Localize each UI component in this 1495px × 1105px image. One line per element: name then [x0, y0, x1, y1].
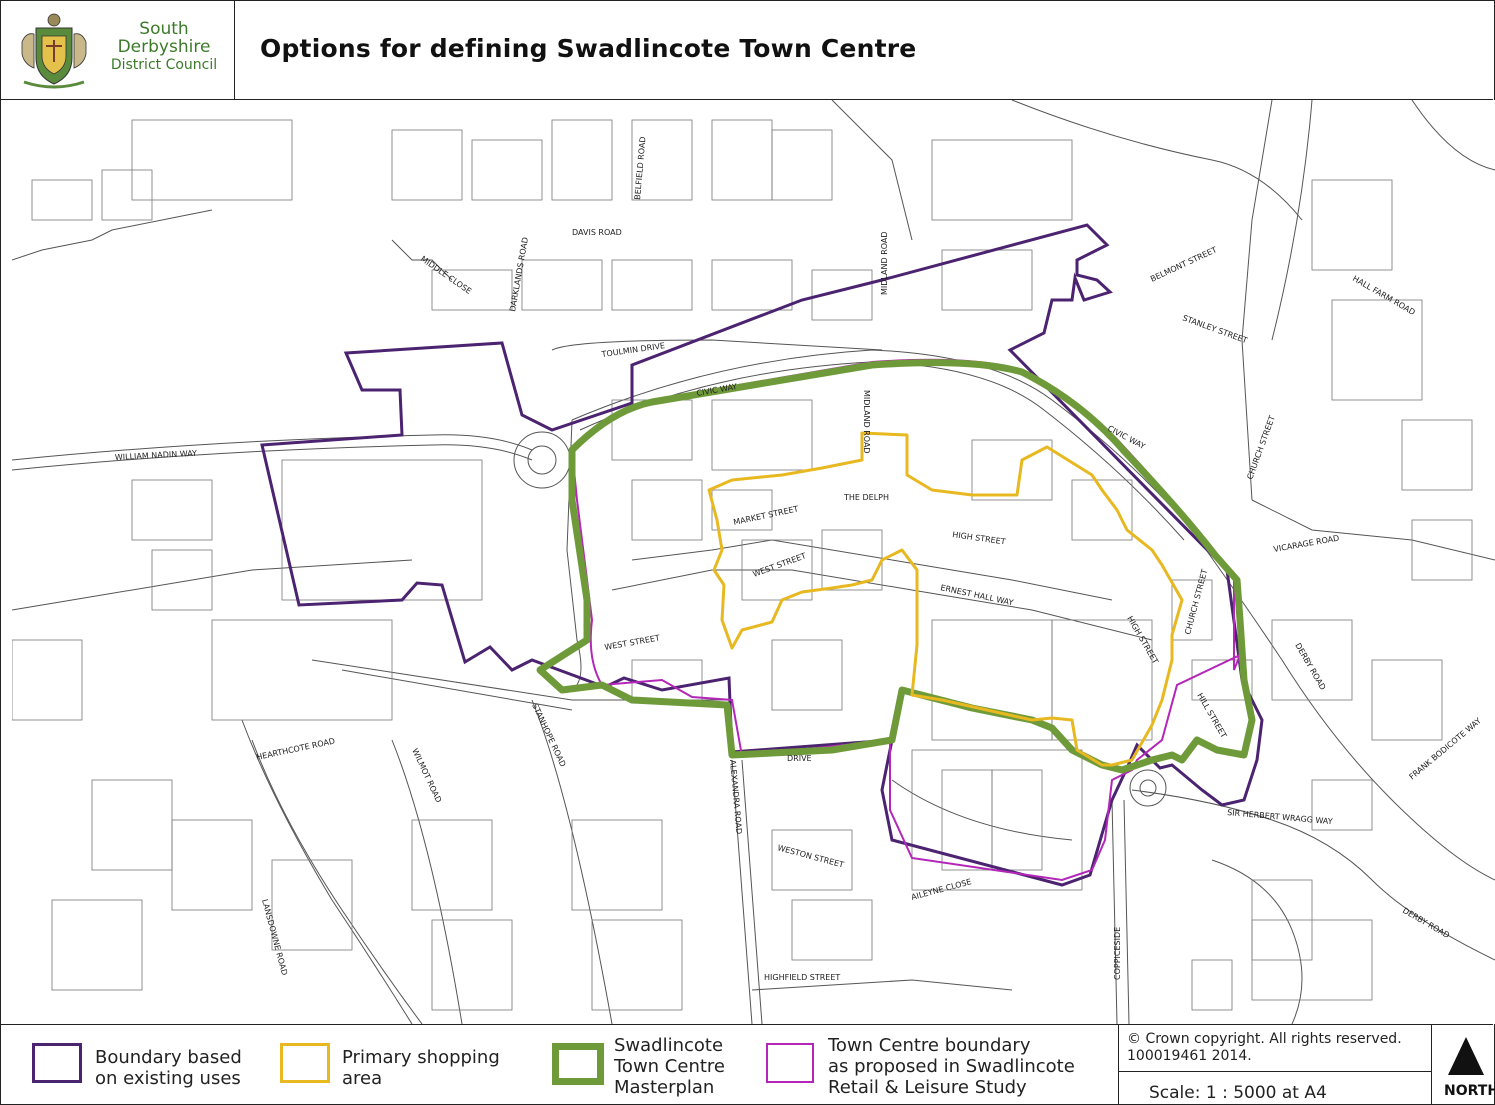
road-label-west-street-2: WEST STREET [604, 633, 661, 652]
road-label-william-nadin-way: WILLIAM NADIN WAY [115, 449, 198, 462]
map-title: Options for defining Swadlincote Town Ce… [260, 34, 917, 63]
building-blocks [12, 119, 1473, 1011]
road-label-frank-bodicote-way: FRANK BODICOTE WAY [1408, 716, 1483, 781]
road-label-high-street-2: HIGH STREET [1125, 615, 1160, 666]
map-legend: Boundary based on existing uses Primary … [0, 1024, 1495, 1105]
legend-swatch-existing-uses [32, 1043, 82, 1083]
primary-shopping-area [707, 431, 1184, 767]
road-label-vicarage-road: VICARAGE ROAD [1273, 534, 1340, 554]
road-label-middle-close: MIDDLE CLOSE [419, 254, 473, 296]
legend-swatch-retail-study [766, 1043, 814, 1083]
road-label-alexandra-road: ALEXANDRA ROAD [728, 759, 743, 834]
legend-masterplan-line2: Town Centre [614, 1056, 725, 1077]
road-label-civic-way: CIVIC WAY [696, 382, 738, 398]
road-label-market-street: MARKET STREET [733, 504, 800, 527]
road-label-hall-farm-road: HALL FARM ROAD [1351, 274, 1417, 317]
road-label-derby-road: DERBY ROAD [1293, 642, 1327, 692]
road-label-weston-street: WESTON STREET [776, 843, 844, 869]
road-label-west-street: WEST STREET [752, 551, 808, 579]
council-name-line1: South [139, 19, 189, 39]
road-label-midland-road-2: MIDLAND ROAD [862, 390, 871, 454]
road-label-stanley-street: STANLEY STREET [1181, 313, 1248, 345]
road-label-sir-herbert-wragg-way: SIR HERBERT WRAGG WAY [1227, 808, 1333, 826]
legend-label-masterplan: Swadlincote Town Centre Masterplan [614, 1035, 725, 1098]
legend-swatch-primary-shopping [280, 1043, 330, 1083]
north-label: NORTH [1444, 1083, 1495, 1099]
council-name-line2: Derbyshire [117, 37, 211, 57]
road-label-the-delph: THE DELPH [843, 493, 889, 502]
boundary-existing-uses [260, 223, 1264, 887]
road-label-church-street-2: CHURCH STREET [1183, 568, 1209, 635]
road-label-stanhope-road: STANHOPE ROAD [530, 702, 567, 768]
legend-label-primary-shopping: Primary shopping area [342, 1047, 500, 1089]
council-name-line3: District Council [110, 57, 218, 73]
header: South Derbyshire District Council Option… [0, 0, 1493, 100]
legend-existing-uses-line2: on existing uses [95, 1068, 241, 1089]
road-network [12, 100, 1495, 1024]
legend-retail-study-line2: as proposed in Swadlincote [828, 1056, 1075, 1077]
copyright-text: © Crown copyright. All rights reserved. … [1127, 1031, 1402, 1065]
road-label-derby-road-2: DERBY ROAD [1401, 906, 1451, 940]
road-label-church-street: CHURCH STREET [1245, 414, 1277, 480]
scale-text: Scale: 1 : 5000 at A4 [1149, 1083, 1327, 1103]
road-label-darklands-road: DARKLANDS ROAD [508, 236, 530, 312]
legend-retail-study-line3: Retail & Leisure Study [828, 1077, 1027, 1098]
road-label-midland-road: MIDLAND ROAD [880, 231, 889, 295]
legend-label-retail-study: Town Centre boundary as proposed in Swad… [828, 1035, 1075, 1098]
legend-masterplan-line1: Swadlincote [614, 1035, 724, 1056]
road-labels: DAVIS ROAD MIDDLE CLOSE DARKLANDS ROAD B… [115, 136, 1483, 982]
legend-existing-uses-line1: Boundary based [95, 1047, 242, 1068]
legend-retail-study-line1: Town Centre boundary [828, 1035, 1031, 1056]
road-label-ernest-hall-way: ERNEST HALL WAY [940, 583, 1015, 607]
legend-primary-shopping-line1: Primary shopping [342, 1047, 500, 1068]
map-canvas: DAVIS ROAD MIDDLE CLOSE DARKLANDS ROAD B… [12, 100, 1495, 1024]
road-label-drive: DRIVE [787, 754, 812, 763]
copyright-box: © Crown copyright. All rights reserved. … [1118, 1025, 1432, 1104]
copyright-divider [1119, 1071, 1431, 1072]
copyright-line1: © Crown copyright. All rights reserved. [1127, 1031, 1402, 1047]
legend-swatch-masterplan [552, 1043, 604, 1085]
road-label-wilmot-road: WILMOT ROAD [410, 747, 443, 804]
road-label-hill-street: HILL STREET [1195, 692, 1228, 740]
council-name: South Derbyshire District Council [100, 20, 228, 74]
road-label-belmont-street: BELMONT STREET [1149, 245, 1218, 284]
council-logo-box: South Derbyshire District Council [0, 0, 235, 99]
road-label-aileyne-close: AILEYNE CLOSE [910, 877, 972, 902]
council-crest-icon [21, 13, 87, 89]
legend-primary-shopping-line2: area [342, 1068, 383, 1089]
copyright-line2: 100019461 2014. [1127, 1048, 1252, 1064]
road-label-davis-road: DAVIS ROAD [572, 228, 622, 237]
legend-masterplan-line3: Masterplan [614, 1077, 715, 1098]
legend-label-existing-uses: Boundary based on existing uses [95, 1047, 242, 1089]
road-label-coppiceside: COPPICESIDE [1113, 927, 1122, 980]
road-label-high-street: HIGH STREET [952, 530, 1006, 546]
road-label-lansdowne-road: LANSDOWNE ROAD [260, 898, 289, 976]
road-label-highfield-street: HIGHFIELD STREET [764, 973, 840, 982]
road-label-belfield-road: BELFIELD ROAD [633, 136, 648, 200]
boundary-masterplan [536, 359, 1256, 774]
north-arrow-icon [1448, 1037, 1484, 1075]
road-label-hearthcote-road: HEARTHCOTE ROAD [256, 736, 336, 761]
north-arrow-box: NORTH [1430, 1025, 1495, 1104]
